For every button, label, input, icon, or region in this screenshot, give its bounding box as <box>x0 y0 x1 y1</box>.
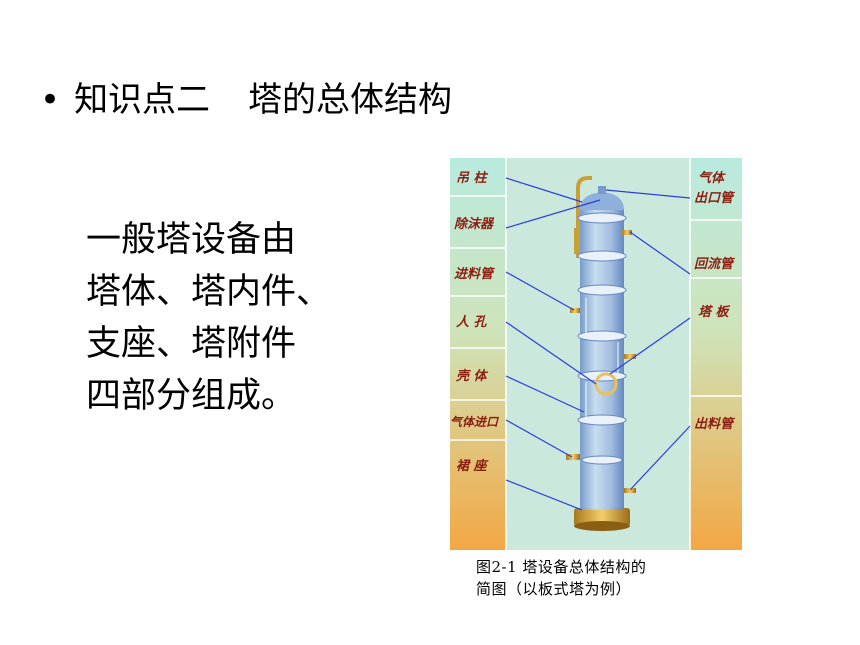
nozzles <box>566 230 636 493</box>
body-line: 支座、塔附件 <box>86 324 297 364</box>
label-outlet-pipe: 出口管 <box>694 190 736 206</box>
caption-line: 图2-1 塔设备总体结构的 <box>476 558 647 576</box>
bullet: • <box>40 80 61 120</box>
heading-knowledge-point: 知识点二 <box>74 80 211 120</box>
skirt-base <box>574 508 630 526</box>
davit <box>576 176 592 258</box>
figure-caption: 图2-1 塔设备总体结构的 简图（以板式塔为例） <box>476 556 646 600</box>
left-label-column <box>450 158 506 550</box>
leader-lines <box>505 177 691 511</box>
right-label-column <box>690 158 742 550</box>
body-line: 塔体、塔内件、 <box>86 272 332 312</box>
top-head <box>580 192 624 210</box>
label-shell: 壳 体 <box>455 368 489 384</box>
caption-line: 简图（以板式塔为例） <box>476 580 632 598</box>
label-feed-pipe: 进料管 <box>454 266 496 282</box>
label-gas-inlet: 气体进口 <box>450 415 500 429</box>
label-separators <box>450 195 742 441</box>
body-line: 一般塔设备由 <box>86 220 297 260</box>
label-tray: 塔 板 <box>698 304 731 320</box>
slide-heading: • 知识点二塔的总体结构 <box>40 72 452 121</box>
label-discharge-pipe: 出料管 <box>694 416 736 432</box>
heading-topic: 塔的总体结构 <box>248 80 453 120</box>
label-gas: 气体 <box>698 170 726 186</box>
label-skirt: 裙 座 <box>456 458 490 474</box>
label-reflux-pipe: 回流管 <box>694 256 736 272</box>
body-paragraph: 一般塔设备由 塔体、塔内件、 支座、塔附件 四部分组成。 <box>86 214 331 422</box>
tower-diagram: 吊 柱 除沫器 进料管 人 孔 壳 体 气体进口 裙 座 气体 出口管 回流管 … <box>450 158 742 550</box>
label-davit: 吊 柱 <box>456 170 489 186</box>
label-manhole: 人 孔 <box>456 314 488 330</box>
body-line: 四部分组成。 <box>86 376 297 416</box>
label-demister: 除沫器 <box>454 216 495 232</box>
